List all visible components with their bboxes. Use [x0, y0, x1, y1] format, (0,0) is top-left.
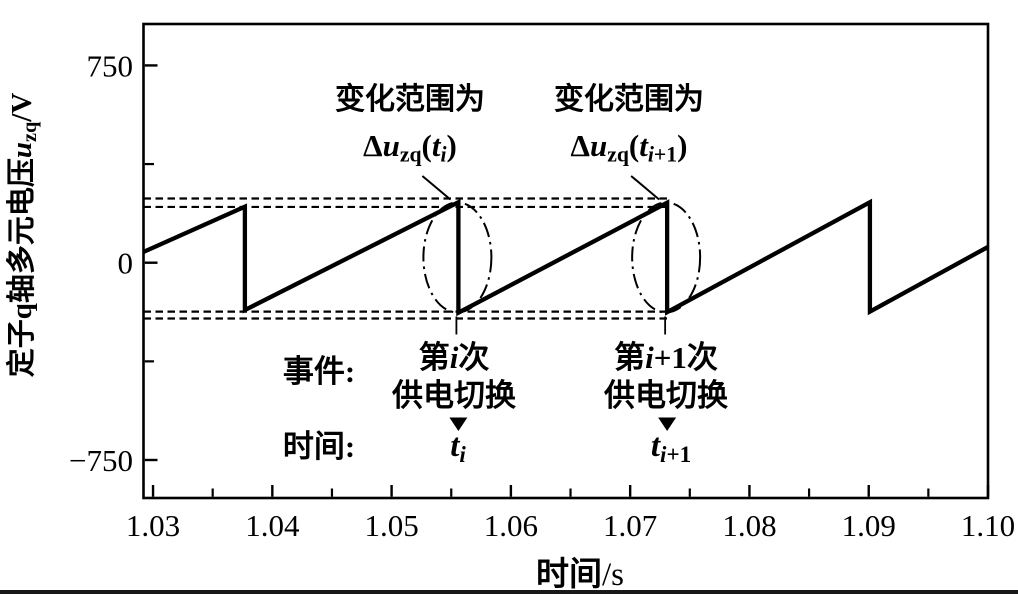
annotation-range-i1-formula: Δuzq(ti+1)	[514, 128, 744, 167]
x-axis-unit: /s	[601, 557, 624, 593]
delta-symbol: Δ	[570, 128, 590, 163]
x-axis-label-cn: 时间	[535, 557, 602, 593]
y-tick-label: 0	[118, 246, 134, 281]
x-tick-label: 1.03	[126, 508, 180, 543]
var-t: t	[639, 128, 648, 163]
event-i-post: 次	[458, 340, 490, 375]
x-tick-label: 1.08	[722, 508, 776, 543]
index-i: i	[459, 440, 466, 467]
event-i1-index: i	[645, 340, 654, 375]
y-axis-label-cn: 定子q轴多元电压	[6, 158, 38, 378]
switch-ellipse	[631, 201, 702, 314]
var-t-sub: i+1	[648, 142, 677, 166]
annotation-range-i-caption: 变化范围为	[335, 83, 485, 116]
paren-open: (	[421, 128, 432, 163]
event-i-pre: 第	[418, 340, 450, 375]
index-plus-one: +1	[653, 142, 678, 167]
x-tick-label: 1.05	[364, 508, 418, 543]
index-i: i	[647, 142, 654, 167]
time-row-label: 时间:	[282, 429, 356, 464]
time-i-sub: i	[459, 441, 465, 467]
bottom-rule	[0, 590, 1018, 594]
switch-ellipse	[422, 201, 493, 314]
annotation-range-i1: 变化范围为 Δuzq(ti+1)	[514, 82, 744, 167]
index-i: i	[440, 142, 447, 167]
time-i1-label: ti+1	[621, 427, 721, 465]
annotation-leader-line	[630, 175, 660, 201]
var-u-sub: zq	[399, 142, 422, 167]
index-plus-one: +1	[666, 440, 692, 467]
event-i1-pre: 第	[614, 340, 646, 375]
paren-open: (	[628, 128, 640, 163]
annotation-range-i: 变化范围为 Δuzq(ti)	[295, 82, 525, 167]
event-i-line1: 第i次	[334, 339, 574, 377]
x-tick-label: 1.06	[484, 508, 538, 543]
var-t: t	[650, 428, 661, 464]
x-tick-label: 1.09	[842, 508, 896, 543]
paren-close: )	[446, 128, 457, 163]
event-i1-line1: 第i+1次	[546, 339, 786, 377]
event-i-line2: 供电切换	[392, 378, 516, 413]
var-u-sub: zq	[607, 142, 629, 167]
x-axis-label: 时间/s	[480, 556, 680, 594]
index-i: i	[660, 440, 667, 467]
time-i1-sub: i+1	[660, 441, 691, 467]
y-axis-var-sub: zq	[19, 121, 42, 142]
var-t: t	[450, 428, 460, 464]
y-tick-label: 750	[87, 48, 134, 83]
event-i-label: 第i次 供电切换	[334, 339, 574, 415]
annotation-leader-line	[421, 175, 452, 201]
annotation-range-i-formula: Δuzq(ti)	[295, 128, 525, 167]
delta-symbol: Δ	[363, 128, 383, 163]
x-tick-label: 1.10	[961, 508, 1015, 543]
event-i1-line2: 供电切换	[604, 378, 728, 413]
var-t-sub: i	[440, 142, 446, 166]
event-row-label: 事件:	[282, 354, 356, 389]
paren-close: )	[677, 128, 688, 163]
var-t: t	[431, 128, 441, 163]
var-u: u	[382, 128, 400, 163]
y-tick-label: −750	[69, 443, 133, 478]
event-i1-plus: +1	[653, 340, 687, 375]
plot-border	[142, 22, 990, 500]
annotation-range-i1-caption: 变化范围为	[554, 83, 704, 116]
y-axis-unit: /V	[6, 92, 38, 122]
y-axis-label: 定子q轴多元电压uzq/V	[2, 43, 42, 427]
y-axis-var: u	[6, 142, 38, 159]
var-u: u	[589, 128, 608, 163]
event-arrowhead	[449, 417, 468, 431]
time-i-label: ti	[408, 427, 508, 465]
x-tick-label: 1.04	[245, 508, 300, 543]
event-i-index: i	[449, 340, 459, 375]
event-arrowhead	[658, 417, 677, 431]
event-i1-post: 次	[686, 340, 718, 375]
sawtooth-waveform	[142, 198, 990, 317]
event-i1-label: 第i+1次 供电切换	[546, 339, 786, 415]
x-tick-label: 1.07	[603, 508, 657, 543]
